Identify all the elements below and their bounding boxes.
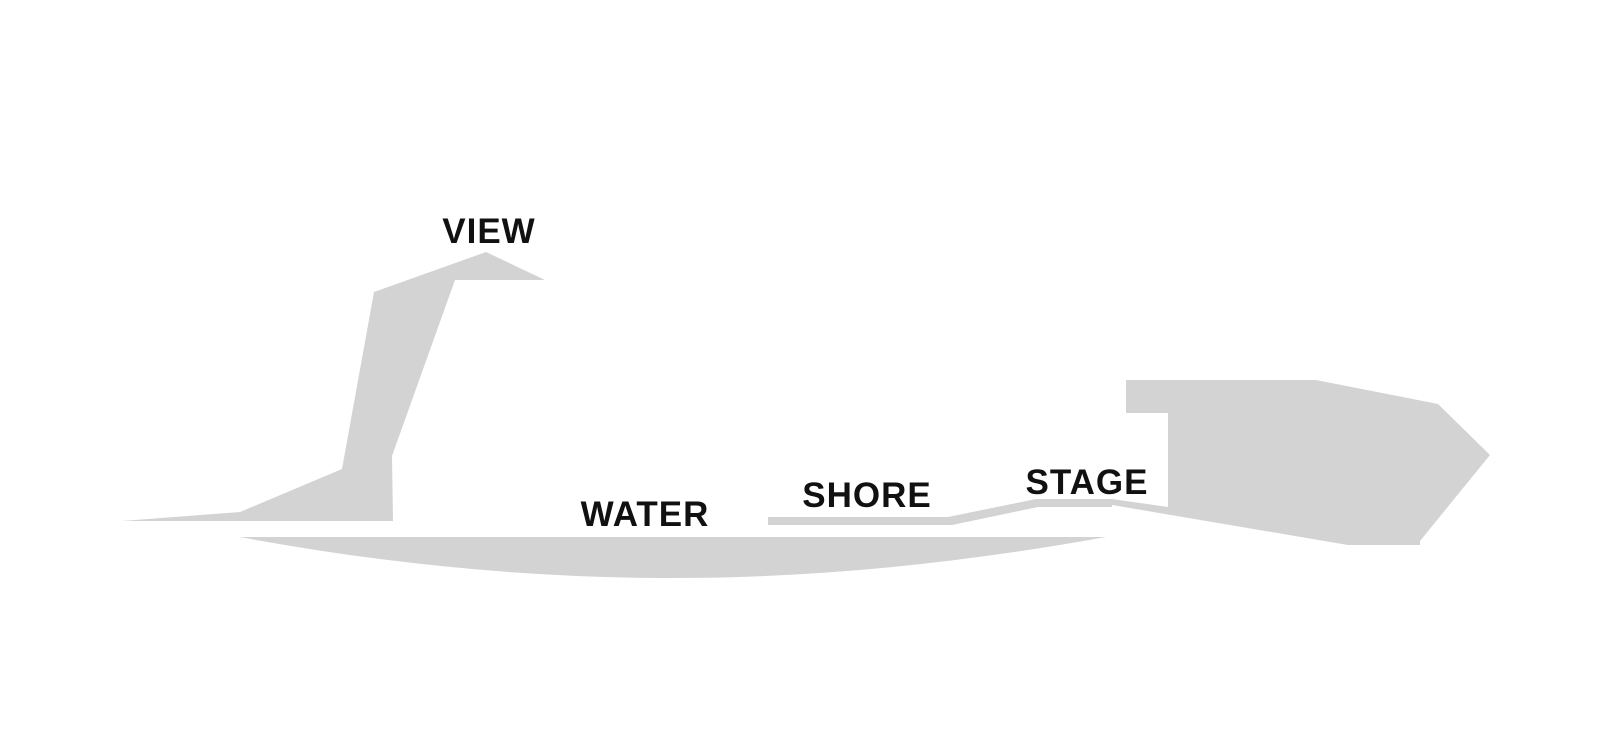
shore-label: SHORE — [802, 476, 931, 515]
water-label: WATER — [581, 495, 710, 534]
view-platform-shape — [122, 252, 545, 521]
stage-building-shape — [1112, 380, 1490, 545]
water-basin-shape — [240, 537, 1106, 578]
view-label: VIEW — [442, 212, 535, 251]
shore-strip-shape — [768, 499, 1112, 525]
stage-label: STAGE — [1026, 463, 1149, 502]
